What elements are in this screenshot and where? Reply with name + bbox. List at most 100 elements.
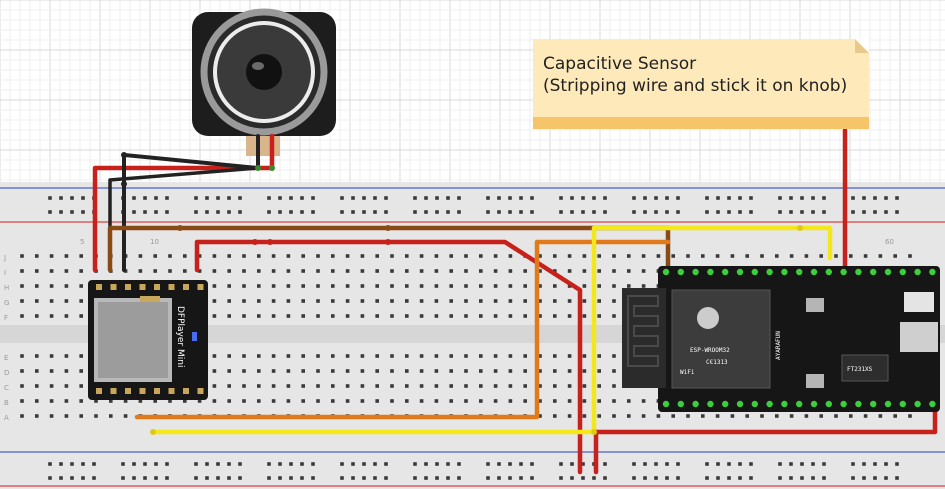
dfplayer-mini-module[interactable]: DFPlayer Mini [88, 280, 208, 400]
breadboard-hole [154, 196, 158, 200]
esp32-board[interactable]: ESP-WROOM32 WiFi C€1313 FT231XS AYARAFUN [622, 266, 940, 412]
breadboard-hole [405, 314, 409, 318]
breadboard-hole [800, 476, 804, 480]
breadboard-hole [749, 196, 753, 200]
breadboard-hole [582, 269, 587, 273]
breadboard-hole [479, 399, 483, 403]
breadboard-hole [479, 254, 483, 258]
breadboard-hole [360, 284, 365, 288]
breadboard-hole [242, 254, 246, 258]
esp32-pin [884, 268, 892, 276]
breadboard-hole [194, 210, 198, 214]
wire-yellow-rx[interactable] [150, 225, 833, 435]
breadboard-hole [238, 210, 242, 214]
esp32-pin [781, 400, 788, 408]
capacitive-sensor-note[interactable]: Capacitive Sensor (Stripping wire and st… [533, 39, 869, 129]
breadboard-hole [375, 269, 379, 273]
breadboard-hole [331, 269, 335, 273]
breadboard-hole [132, 476, 136, 480]
wire-red-bottom-rail[interactable] [593, 402, 938, 435]
breadboard-hole [789, 210, 793, 214]
breadboard-hole [449, 354, 453, 358]
breadboard-hole [603, 476, 607, 480]
breadboard-hole [424, 462, 428, 466]
breadboard-hole [873, 476, 877, 480]
dfplayer-pin [96, 388, 102, 394]
boot-button[interactable] [806, 298, 824, 312]
dfplayer-pin [110, 284, 117, 290]
dfplayer-pin [154, 388, 160, 394]
breadboard-hole [493, 254, 498, 258]
breadboard-hole [519, 476, 523, 480]
breadboard-hole [375, 399, 379, 403]
breadboard-hole [508, 210, 512, 214]
breadboard-hole [49, 299, 54, 303]
breadboard-hole [893, 414, 897, 418]
breadboard-hole [316, 399, 320, 403]
breadboard-hole [123, 414, 128, 418]
breadboard-hole [278, 476, 282, 480]
breadboard-hole [390, 269, 394, 273]
breadboard-hole [271, 284, 276, 288]
breadboard-hole [20, 314, 24, 318]
breadboard-hole [908, 414, 912, 418]
breadboard-hole [194, 196, 198, 200]
breadboard-hole [345, 284, 350, 288]
breadboard-hole [862, 210, 866, 214]
breadboard-hole [479, 269, 483, 273]
breadboard-hole [597, 354, 601, 358]
breadboard-hole [242, 269, 246, 273]
breadboard-hole [212, 269, 217, 273]
breadboard-hole [165, 196, 169, 200]
wire-red-vcc[interactable] [194, 239, 583, 475]
breadboard-hole [612, 299, 616, 303]
breadboard-hole [811, 210, 815, 214]
breadboard-hole [64, 269, 69, 273]
wire-red-speaker-positive[interactable] [92, 133, 275, 273]
breadboard-hole [627, 399, 631, 403]
breadboard-hole [715, 414, 720, 418]
breadboard-hole [35, 384, 39, 388]
breadboard-hole [592, 210, 596, 214]
usb-connector [904, 292, 934, 312]
breadboard-hole [289, 210, 293, 214]
breadboard-hole [434, 314, 439, 318]
breadboard-hole [665, 210, 669, 214]
wire-joint-speaker-right [269, 165, 275, 171]
breadboard-hole [567, 254, 572, 258]
breadboard-hole [884, 476, 888, 480]
wire-orange-tx[interactable] [134, 239, 671, 420]
breadboard-hole [35, 269, 39, 273]
breadboard-hole [612, 314, 616, 318]
breadboard-hole [434, 284, 439, 288]
ft231xs-chip [841, 354, 889, 382]
breadboard-hole [612, 254, 616, 258]
breadboard-hole [612, 414, 616, 418]
esp32-chip-brand: ESP-WROOM32 [690, 347, 730, 354]
breadboard-hole [553, 254, 557, 258]
breadboard-hole [849, 254, 853, 258]
breadboard-hole [582, 314, 587, 318]
breadboard-hole [238, 476, 242, 480]
breadboard-hole [715, 254, 720, 258]
breadboard-hole [301, 369, 305, 373]
breadboard-hole [523, 269, 527, 273]
breadboard-hole [656, 254, 661, 258]
dfplayer-pin [154, 284, 160, 290]
wire-joint-black-bottom [121, 181, 127, 187]
esp32-pin [914, 400, 921, 408]
breadboard-hole [205, 210, 209, 214]
breadboard-hole [862, 196, 866, 200]
breadboard-hole [716, 196, 720, 200]
dfplayer-led [192, 332, 197, 341]
breadboard-hole [375, 314, 379, 318]
breadboard-hole [345, 399, 350, 403]
breadboard-hole [183, 399, 187, 403]
speaker[interactable] [192, 8, 336, 156]
breadboard-hole [153, 269, 157, 273]
breadboard-hole [582, 414, 587, 418]
breadboard-hole [64, 254, 69, 258]
reset-button[interactable] [806, 374, 824, 388]
esp32-pin [722, 268, 729, 276]
wire-black-speaker-negative[interactable] [122, 134, 260, 272]
